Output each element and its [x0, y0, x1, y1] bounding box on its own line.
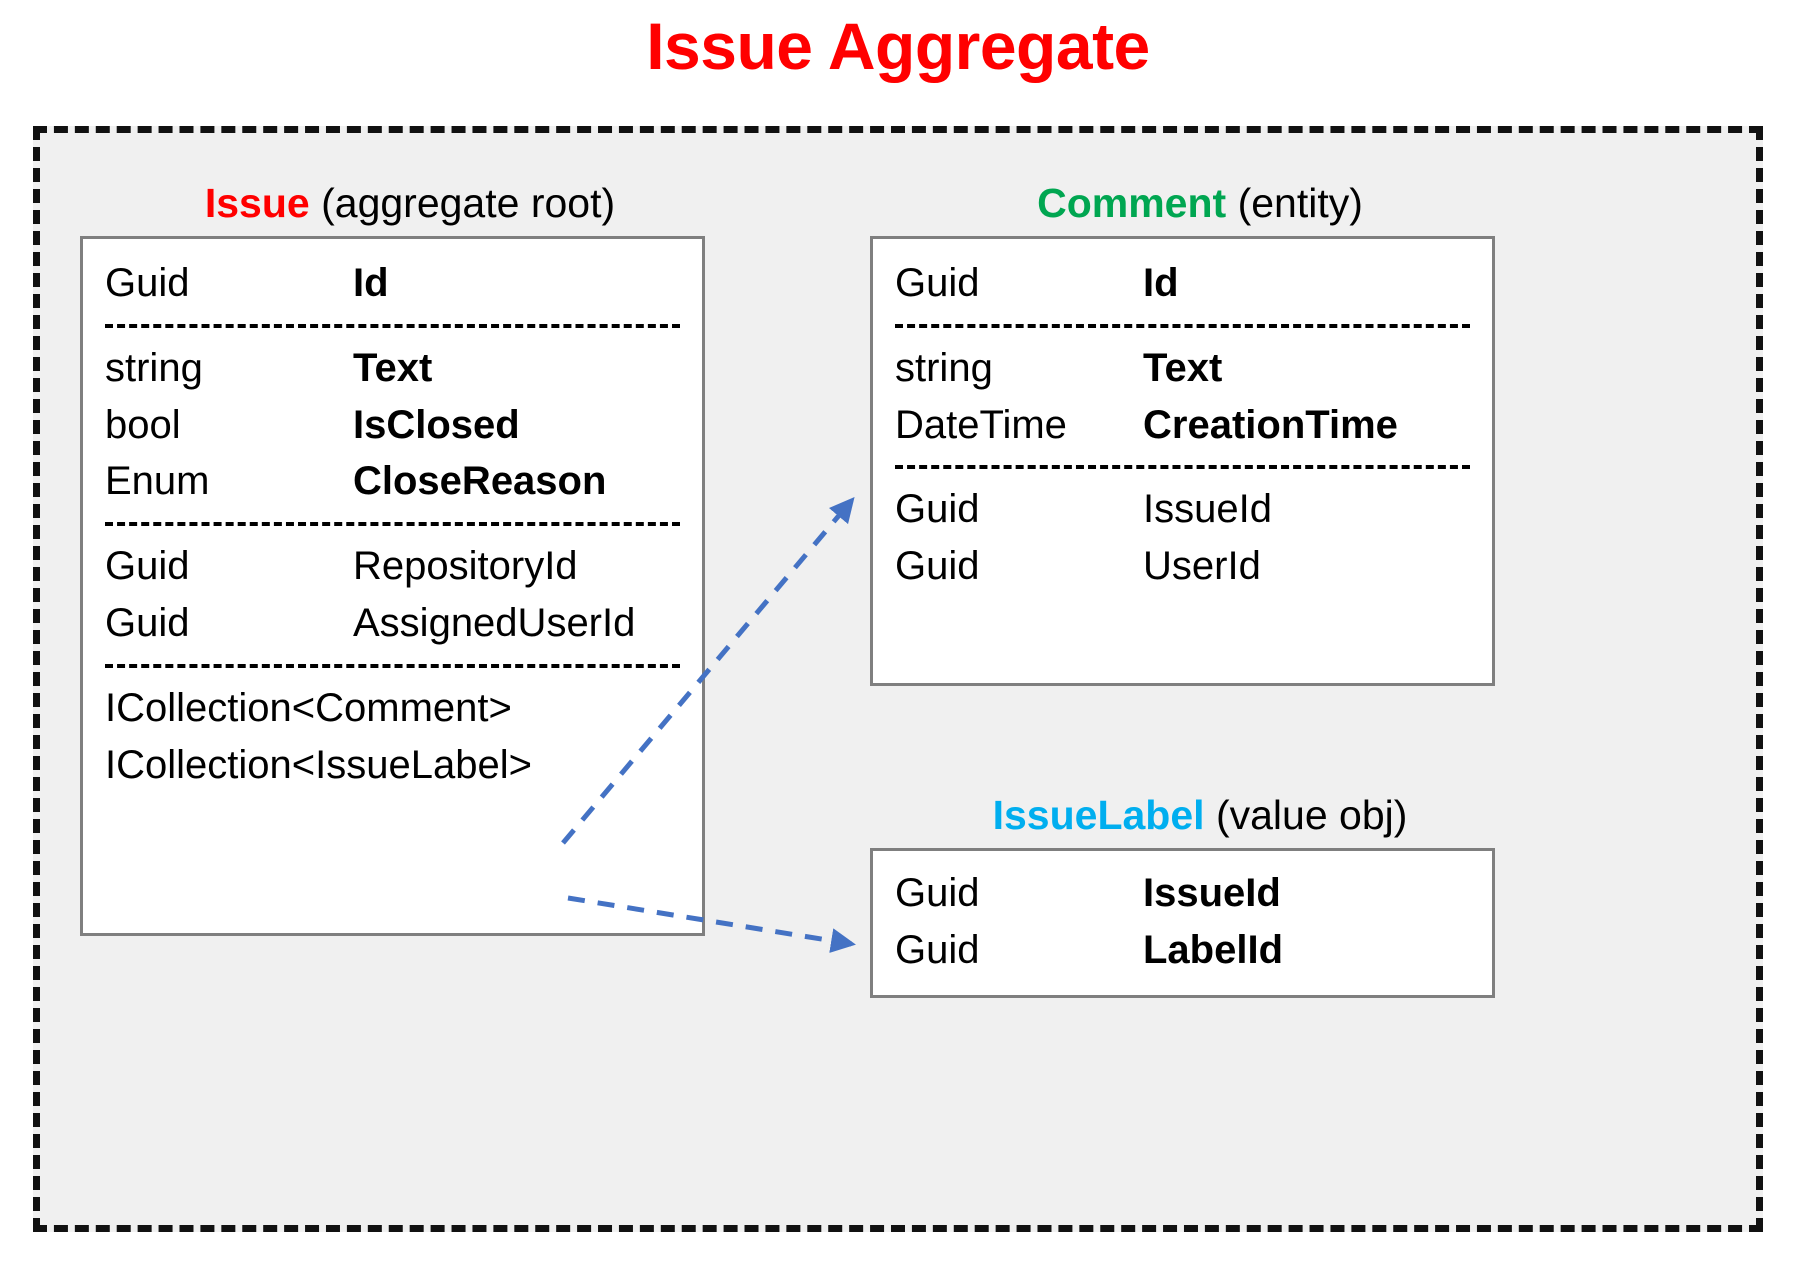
entity-comment: Comment (entity) Guid Id string Text Dat…: [870, 183, 1530, 686]
field-type: Guid: [895, 871, 980, 915]
entity-comment-header: Comment (entity): [870, 183, 1530, 224]
row-divider: [105, 522, 680, 527]
page-title: Issue Aggregate: [646, 9, 1150, 83]
field-name: Id: [1143, 261, 1179, 305]
field-type: string: [105, 345, 203, 390]
table-row: Guid IssueId: [895, 481, 1470, 538]
field-name: CreationTime: [1143, 402, 1398, 447]
field-name: IssueId: [1143, 487, 1272, 532]
field-type: bool: [105, 402, 181, 447]
table-row: Guid UserId: [895, 538, 1470, 595]
field-type: Guid: [895, 487, 980, 532]
entity-comment-box: Guid Id string Text DateTime CreationTim…: [870, 236, 1495, 686]
table-row: bool IsClosed: [105, 397, 680, 454]
entity-issue-label-box: Guid IssueId Guid LabelId: [870, 848, 1495, 998]
field-name: Text: [353, 345, 433, 390]
entity-issue-header: Issue (aggregate root): [80, 183, 740, 224]
field-type: DateTime: [895, 402, 1067, 447]
table-row: Guid Id: [895, 255, 1470, 312]
field-type: Guid: [105, 261, 190, 305]
entity-issue-stereotype: (aggregate root): [321, 180, 616, 226]
field-type: Guid: [105, 600, 190, 645]
field-type: Guid: [105, 544, 190, 589]
entity-issue-box: Guid Id string Text bool IsClosed Enum C…: [80, 236, 705, 936]
entity-issue-label-stereotype: (value obj): [1215, 792, 1408, 838]
aggregate-boundary: Issue (aggregate root) Guid Id string Te…: [33, 126, 1763, 1232]
entity-comment-stereotype: (entity): [1237, 180, 1363, 226]
table-row: Guid RepositoryId: [105, 538, 680, 595]
table-row: string Text: [895, 340, 1470, 397]
row-divider: [105, 663, 680, 668]
field-name: IssueId: [1143, 871, 1281, 915]
field-name: LabelId: [1143, 927, 1284, 972]
table-row: Guid AssignedUserId: [105, 595, 680, 652]
table-row: Guid Id: [105, 255, 680, 312]
field-name: RepositoryId: [353, 544, 578, 589]
entity-issue: Issue (aggregate root) Guid Id string Te…: [80, 183, 740, 936]
field-type: Enum: [105, 459, 210, 504]
table-row: DateTime CreationTime: [895, 397, 1470, 454]
entity-issue-label-name: IssueLabel: [992, 792, 1205, 838]
field-name: Text: [1143, 345, 1223, 390]
entity-issue-label-header: IssueLabel (value obj): [870, 795, 1530, 836]
entity-comment-name: Comment: [1037, 180, 1227, 226]
field-type: Guid: [895, 544, 980, 589]
row-divider: [895, 323, 1470, 328]
table-row: Guid IssueId: [895, 865, 1470, 922]
field-name: UserId: [1143, 544, 1261, 589]
field-type: Guid: [895, 927, 980, 972]
table-row: Enum CloseReason: [105, 453, 680, 510]
table-row: ICollection<IssueLabel>: [105, 742, 532, 787]
table-row: string Text: [105, 340, 680, 397]
field-name: Id: [353, 261, 389, 305]
field-type: string: [895, 345, 993, 390]
entity-issue-name: Issue: [204, 180, 310, 226]
field-type: Guid: [895, 261, 980, 305]
table-row: ICollection<Comment>: [105, 685, 512, 730]
row-divider: [105, 323, 680, 328]
table-row: Guid LabelId: [895, 922, 1470, 979]
row-divider: [895, 465, 1470, 470]
field-name: IsClosed: [353, 402, 520, 447]
field-name: AssignedUserId: [353, 600, 636, 645]
entity-issue-label: IssueLabel (value obj) Guid IssueId Guid…: [870, 795, 1530, 998]
field-name: CloseReason: [353, 459, 607, 504]
